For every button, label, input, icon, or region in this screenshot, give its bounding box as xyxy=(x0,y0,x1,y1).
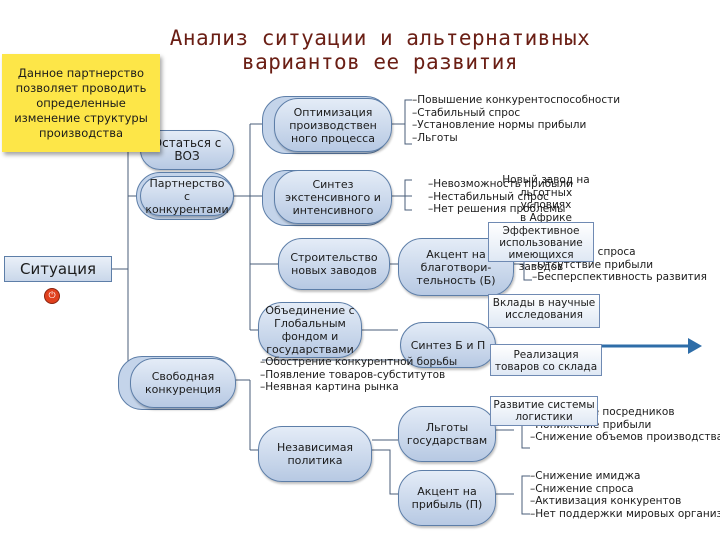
overlay-line: Новый завод на льготных условиях xyxy=(502,174,590,211)
list-optimization: –Повышение конкурентоспособности –Стабил… xyxy=(412,94,620,144)
situation-node: Ситуация xyxy=(4,256,112,282)
overlay-new-plant-africa: Новый завод на льготных условиях в Африк… xyxy=(500,174,592,224)
page-title: Анализ ситуации и альтернативных вариант… xyxy=(169,26,591,74)
list-item: –Появление товаров-субститутов xyxy=(260,368,446,381)
list-synthesis: –Невозможность прибыли –Нестабильный спр… xyxy=(428,178,573,216)
list-item: –Нет поддержки мировых организаций xyxy=(530,507,720,520)
node-free-competition: Свободная конкуренция xyxy=(130,358,236,408)
node-partnership: Партнерство с конкурентами xyxy=(140,176,234,216)
overlay-line: в Африке xyxy=(520,211,572,224)
node-union: Объединение с Глобальным фондом и госуда… xyxy=(258,302,362,358)
list-item: –Нестабильный спрос xyxy=(428,190,549,203)
list-item: –Снижение имиджа xyxy=(530,470,641,482)
list-item: –Неявная картина рынка xyxy=(260,381,399,393)
list-union: –Обострение конкурентной борьбы –Появлен… xyxy=(260,356,457,394)
list-item: –Льготы xyxy=(412,131,458,144)
list-item: –Нет решения проблемы xyxy=(428,203,566,215)
node-new-plants: Строительство новых заводов xyxy=(278,238,390,290)
list-profit: –Снижение имиджа –Снижение спроса –Актив… xyxy=(530,470,720,520)
list-item: –Снижение объемов производства xyxy=(530,431,720,443)
list-item: –Бесперспективность развития xyxy=(532,271,707,283)
node-synthesis-bp: Синтез Б и П xyxy=(400,322,496,368)
list-item: –Повышение конкурентоспособности xyxy=(412,94,621,106)
node-optimization: Оптимизация производствен ного процесса xyxy=(274,98,392,152)
node-synthesis: Синтез экстенсивного и интенсивного xyxy=(274,170,392,224)
list-item: –Снижение спроса xyxy=(530,482,634,495)
list-item: –Установление нормы прибыли xyxy=(412,119,587,131)
box-sales: Реализация товаров со склада xyxy=(490,344,602,376)
node-benefits: Льготы государствам xyxy=(398,406,496,462)
list-item: –Стабильный спрос xyxy=(412,106,521,119)
box-efficient-use: Эффективное использование имеющихся заво… xyxy=(488,222,594,273)
note-sticker: Данное партнерство позволяет проводить о… xyxy=(2,54,160,152)
power-icon[interactable]: ⏻ xyxy=(44,288,60,304)
node-profit: Акцент на прибыль (П) xyxy=(398,470,496,526)
list-item: –Невозможность прибыли xyxy=(428,178,573,190)
box-research: Вклады в научные исследования xyxy=(488,294,600,328)
node-independent: Независимая политика xyxy=(258,426,372,482)
list-item: –Активизация конкурентов xyxy=(530,495,682,507)
box-logistics: Развитие системы логистики xyxy=(490,396,598,426)
list-item: –Обострение конкурентной борьбы xyxy=(260,356,458,368)
